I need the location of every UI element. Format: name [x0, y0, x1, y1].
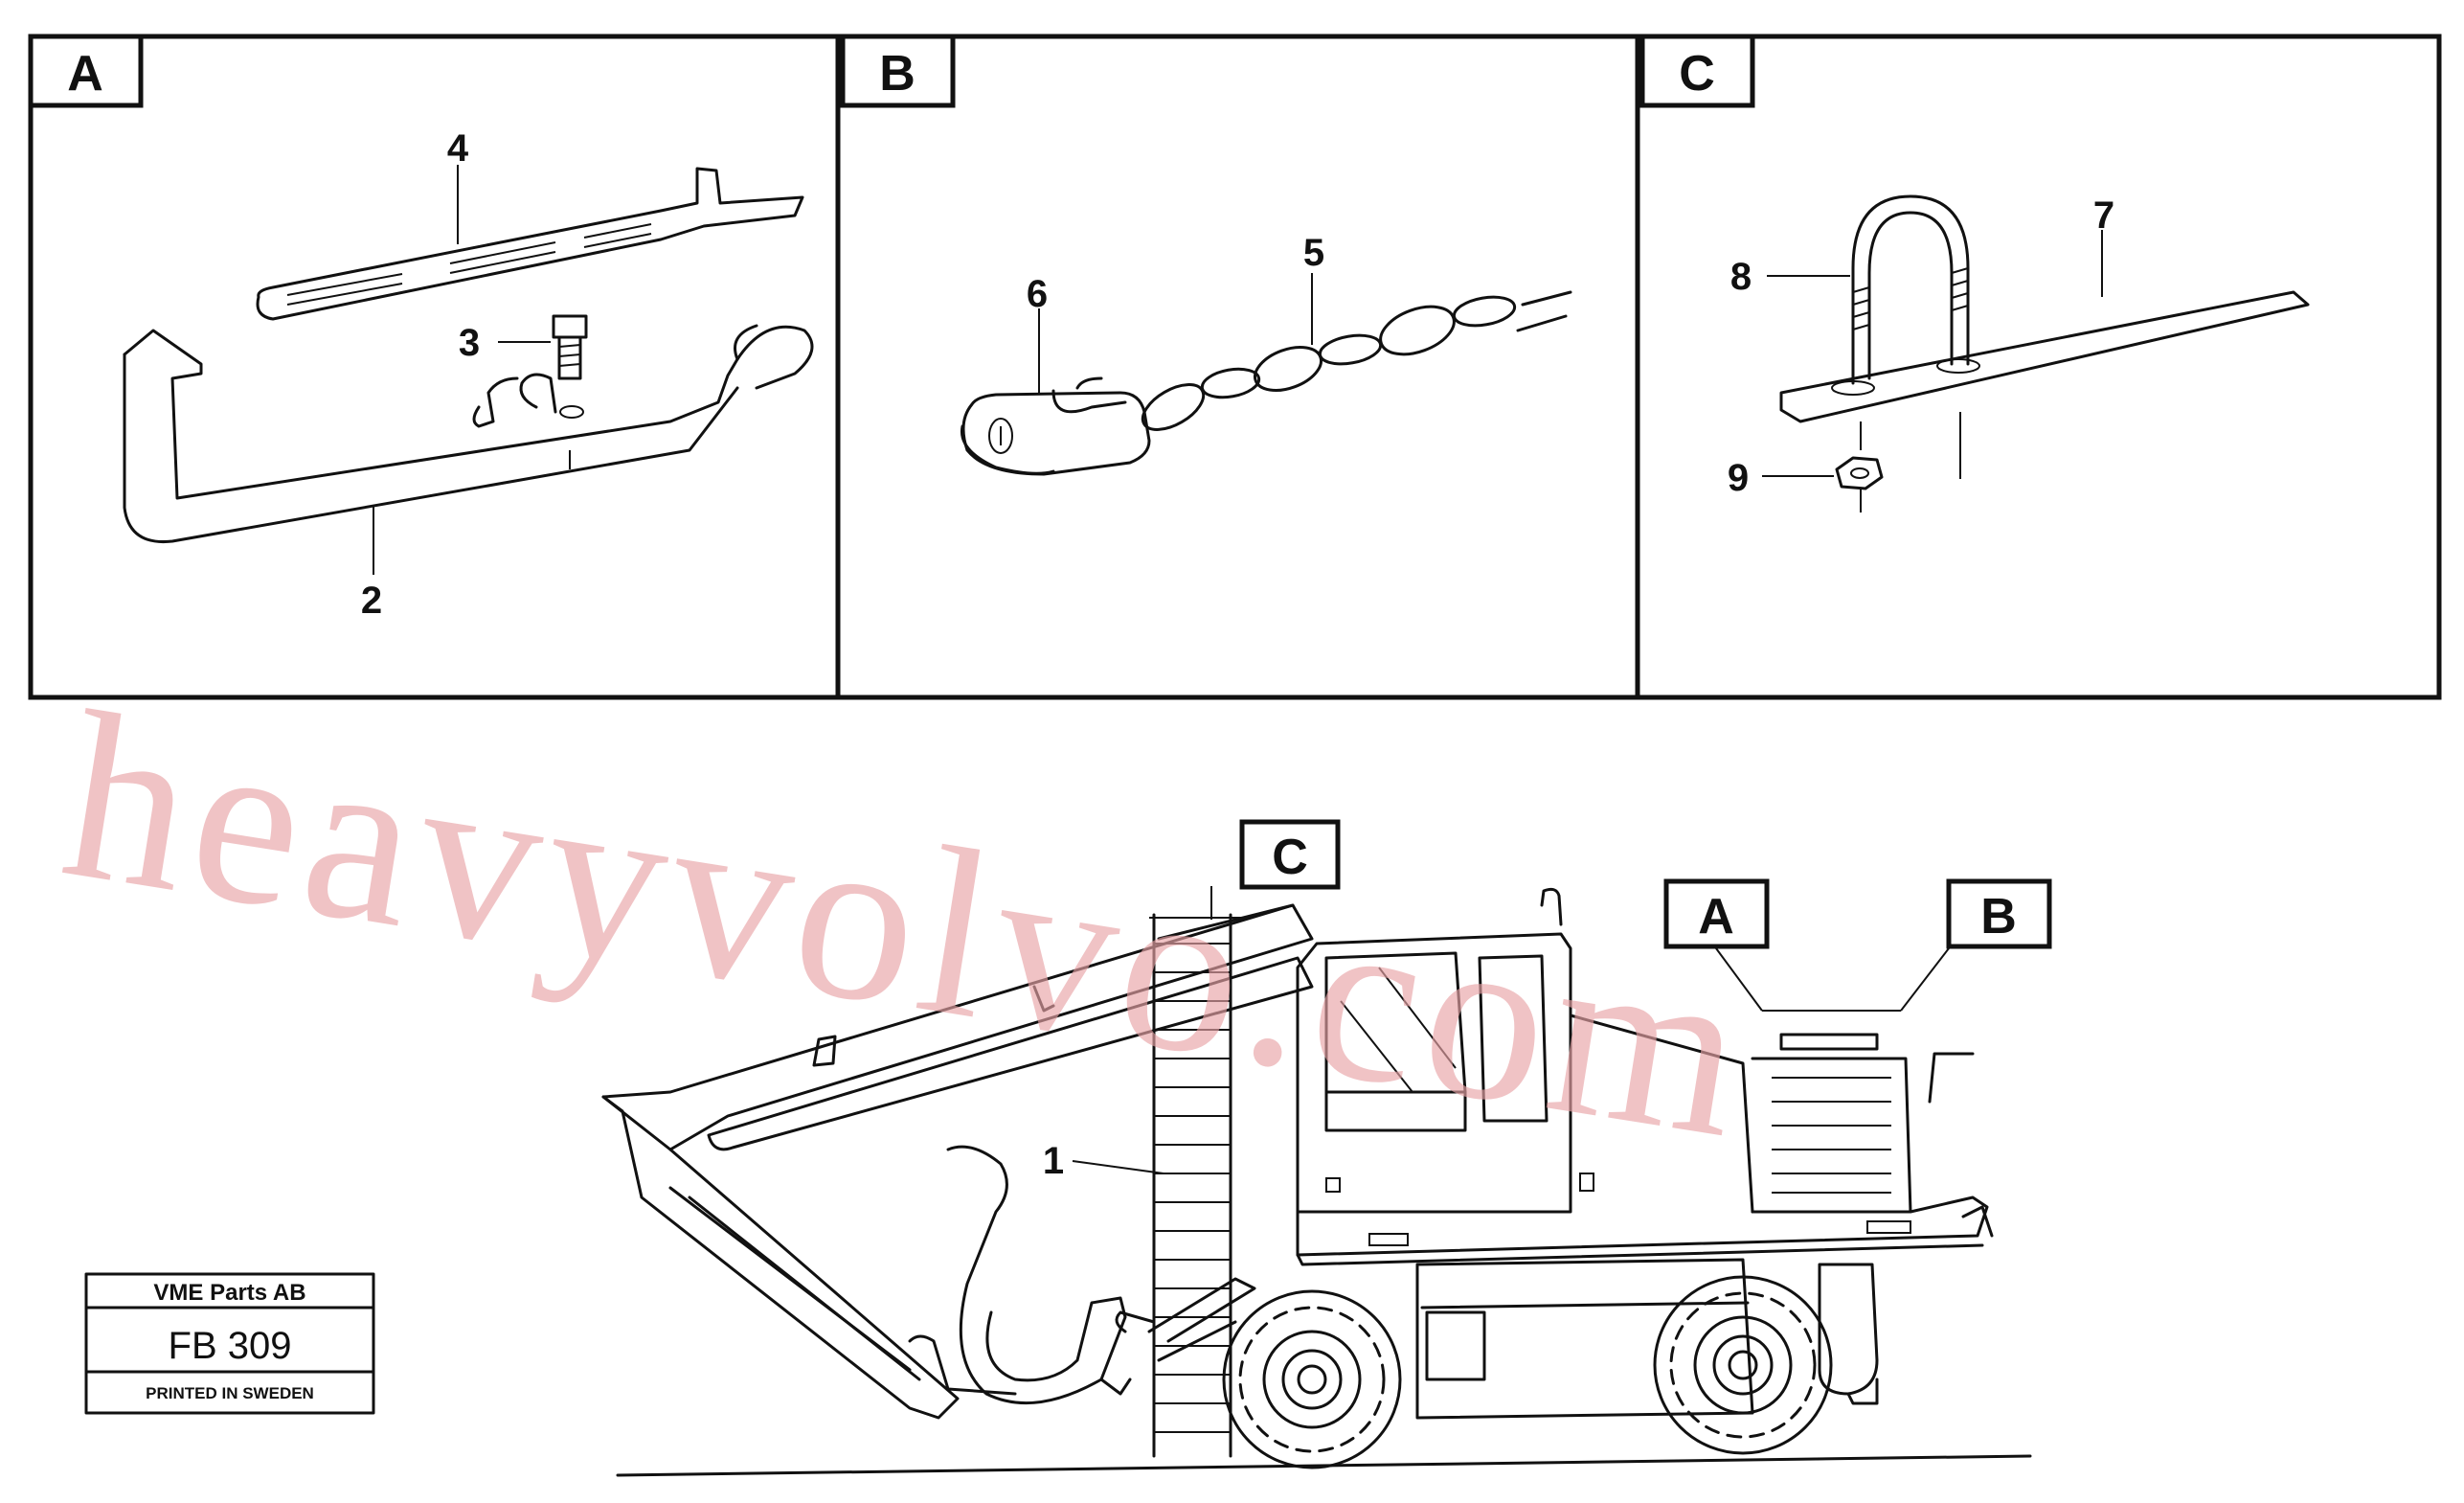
- panel-frame: [28, 34, 2442, 700]
- machine-tag-c: C: [1239, 819, 1341, 890]
- callout-3: 3: [459, 322, 480, 364]
- front-wheel-icon: [1222, 1289, 1402, 1469]
- svg-text:A: A: [67, 46, 103, 102]
- callout-8: 8: [1730, 256, 1752, 298]
- tower-hatch: [1152, 913, 1232, 1458]
- arm-icon: [601, 1095, 960, 1420]
- svg-text:C: C: [1272, 830, 1308, 885]
- print-stamp: VME Parts AB FB 309 PRINTED IN SWEDEN: [84, 1272, 375, 1415]
- panel-a-drawing: [123, 165, 814, 575]
- callout-6: 6: [1027, 273, 1048, 315]
- svg-text:B: B: [879, 46, 916, 102]
- excavator-drawing: [601, 886, 2032, 1477]
- nut-icon: [1835, 456, 1884, 512]
- rear-wheel-icon: [1653, 1275, 1833, 1455]
- svg-text:B: B: [1980, 889, 2017, 945]
- panel-a-label: A: [28, 34, 144, 108]
- cab-icon: [1296, 887, 1994, 1266]
- machine-tag-a: A: [1663, 878, 1770, 949]
- panel-b-drawing: [960, 273, 1572, 476]
- stamp-code: FB 309: [169, 1325, 292, 1367]
- chain-icon: [1141, 290, 1572, 431]
- stamp-printed: PRINTED IN SWEDEN: [146, 1384, 314, 1402]
- callout-2: 2: [361, 580, 382, 622]
- panel-b-label: B: [840, 34, 956, 108]
- callout-7: 7: [2093, 194, 2114, 237]
- padlock-icon: [960, 376, 1151, 476]
- bucket-icon: [908, 1145, 1132, 1405]
- stamp-company: VME Parts AB: [153, 1280, 305, 1306]
- panel-c-label: C: [1639, 34, 1755, 108]
- strap-icon: [256, 167, 804, 321]
- callout-4: 4: [447, 127, 469, 170]
- callout-5: 5: [1303, 232, 1324, 274]
- svg-text:C: C: [1679, 46, 1715, 102]
- watermark: heavyvolvo.com: [49, 662, 1766, 1190]
- bolt-icon: [552, 314, 588, 419]
- panel-c-drawing: [1762, 194, 2310, 512]
- machine-tag-b: B: [1946, 878, 2052, 949]
- callout-1: 1: [1043, 1140, 1064, 1182]
- u-bolt-icon: [1851, 194, 1970, 479]
- callout-9: 9: [1728, 457, 1749, 499]
- plate-icon: [1779, 290, 2310, 423]
- bracket-icon: [123, 324, 814, 544]
- svg-text:A: A: [1698, 889, 1734, 945]
